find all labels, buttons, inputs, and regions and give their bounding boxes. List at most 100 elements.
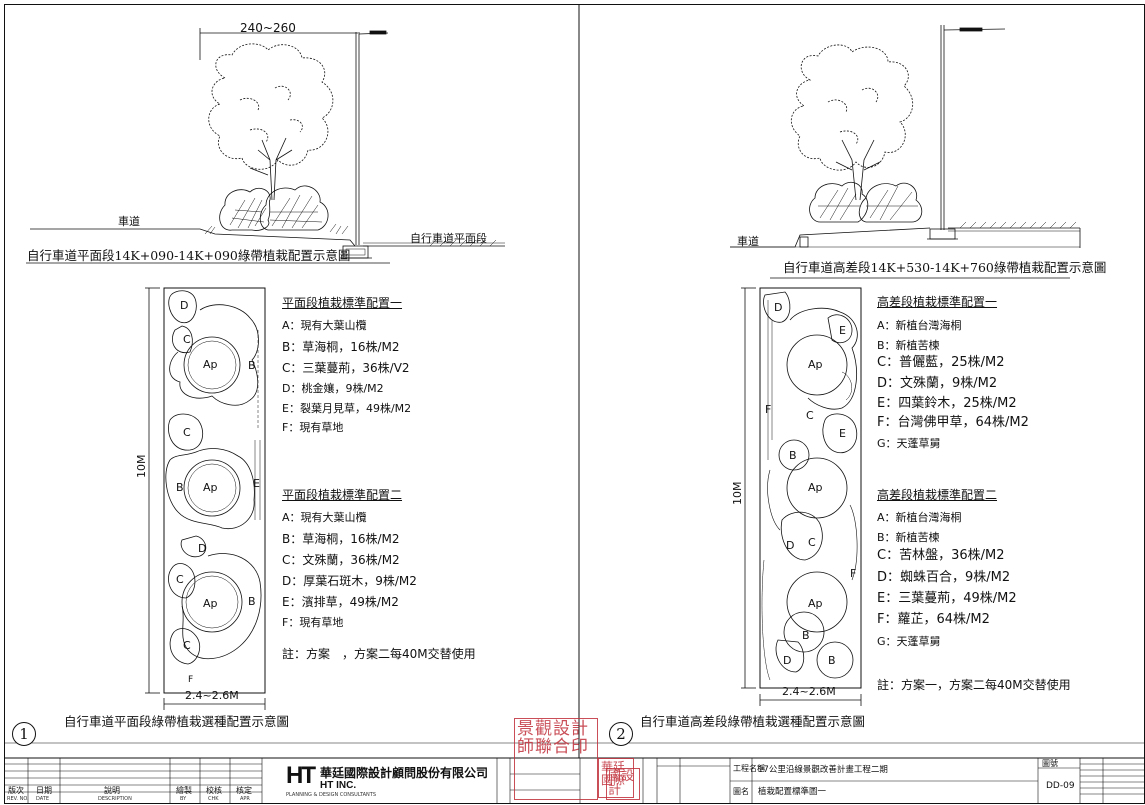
- legend-item: G：天蓬草舅: [877, 635, 941, 648]
- plan-label-ap: Ap: [808, 597, 823, 610]
- legend-item: G：天蓬草舅: [877, 437, 941, 450]
- sheet-number: DD-09: [1046, 781, 1075, 791]
- plan-label-c: C: [806, 409, 814, 422]
- plan-label-f: F: [188, 675, 194, 685]
- legend-item: A：新植台灣海桐: [877, 511, 962, 524]
- legend-item: B：新植苦楝: [877, 531, 940, 544]
- rev-header: 繪製: [176, 786, 192, 795]
- legend-item: B：新植苦楝: [877, 339, 940, 352]
- plan-label-ap: Ap: [203, 358, 218, 371]
- legend-item: E：四葉鈴木，25株/M2: [877, 396, 1017, 411]
- plan-label-b: B: [248, 595, 256, 608]
- left-config1-title: 平面段植栽標準配置一: [282, 296, 403, 310]
- legend-item: E：濱排草，49株/M2: [282, 595, 399, 609]
- plan-label-ap: Ap: [808, 358, 823, 371]
- left-plan-height: 10M: [135, 454, 148, 479]
- right-plan-width: 2.4~2.6M: [782, 685, 836, 698]
- plan-label-ap: Ap: [203, 597, 218, 610]
- plan-label-ap: Ap: [808, 481, 823, 494]
- rev-header-en: DATE: [36, 796, 50, 802]
- project-name: 17公里沿線景觀改善計畫工程二期: [758, 765, 888, 775]
- plan-label-d: D: [783, 654, 792, 667]
- company-name: 華廷國際設計顧問股份有限公司: [320, 766, 489, 780]
- rev-header-en: CHK: [208, 796, 219, 802]
- plan-label-b: B: [248, 359, 256, 372]
- plan-label-b: B: [802, 629, 810, 642]
- plan-label-f: F: [765, 403, 772, 416]
- legend-item: B：草海桐，16株/M2: [282, 340, 400, 354]
- dimension-width-top: 240~260: [240, 21, 296, 35]
- legend-item: D：文殊蘭，9株/M2: [877, 376, 998, 391]
- road-label-left: 車道: [118, 215, 140, 228]
- rev-header: 核定: [236, 786, 252, 795]
- right-elevation: [730, 25, 1081, 279]
- legend-item: A：現有大葉山欖: [282, 511, 367, 524]
- plan-label-c: C: [176, 573, 184, 586]
- plan-label-e: E: [839, 324, 846, 337]
- legend-item: C：苦林盤，36株/M2: [877, 548, 1005, 563]
- legend-item: E：裂葉月見草，49株/M2: [282, 402, 412, 415]
- plan-label-f: F: [850, 567, 857, 580]
- plan-label-d: D: [180, 299, 189, 312]
- left-config2-title: 平面段植栽標準配置二: [282, 488, 403, 502]
- left-section-caption: 自行車道平面段14K+090-14K+090綠帶植栽配置示意圖: [27, 248, 351, 263]
- left-plan-width: 2.4~2.6M: [185, 689, 239, 702]
- legend-item: C：文殊蘭，36株/M2: [282, 553, 400, 567]
- rev-header-en: BY: [180, 796, 187, 802]
- legend-item: B：草海桐，16株/M2: [282, 532, 400, 546]
- legend-item: D：蜘蛛百合，9株/M2: [877, 570, 1011, 585]
- legend-item: C：普儷藍，25株/M2: [877, 355, 1005, 370]
- plan-label-d: D: [198, 542, 207, 555]
- plan-label-c: C: [183, 333, 191, 346]
- right-config1-title: 高差段植栽標準配置一: [877, 295, 998, 309]
- company-english-name: HT INC.: [320, 780, 357, 791]
- right-note: 註：方案一，方案二每40M交替使用: [877, 678, 1071, 692]
- drawing-name-label: 圖名: [733, 787, 749, 796]
- plan-label-ap: Ap: [203, 481, 218, 494]
- company-seal: 華廷國際: [598, 758, 634, 798]
- legend-item: A：新植台灣海桐: [877, 319, 962, 332]
- drawing-name: 植栽配置標準圖一: [758, 787, 827, 797]
- right-detail-title: 自行車道高差段綠帶植栽選種配置示意圖: [640, 714, 866, 729]
- plan-label-b: B: [789, 449, 797, 462]
- rev-header-en: APR: [240, 796, 250, 802]
- company-logo: HT: [286, 762, 316, 789]
- bike-path-label-left: 自行車道平面段: [410, 232, 487, 245]
- plan-label-c: C: [183, 426, 191, 439]
- plan-label-c: C: [808, 536, 816, 549]
- left-note: 註：方案 ，方案二每40M交替使用: [282, 647, 476, 661]
- plan-label-d: D: [786, 539, 795, 552]
- rev-header: 說明: [104, 786, 120, 795]
- stamp-seal: 國設計: [606, 768, 640, 800]
- designer-seal: 景觀設計師聯合印: [514, 718, 598, 800]
- company-subtitle: PLANNING & DESIGN CONSULTANTS: [286, 792, 376, 798]
- right-config2-title: 高差段植栽標準配置二: [877, 488, 998, 502]
- legend-item: D：桃金孃，9株/M2: [282, 382, 384, 395]
- legend-item: A：現有大葉山欖: [282, 319, 367, 332]
- plan-label-b: B: [176, 481, 184, 494]
- rev-header-en: REV. NO.: [7, 796, 29, 802]
- sheet-number-label: 圖號: [1042, 759, 1058, 768]
- project-label: 工程名稱: [733, 764, 765, 773]
- right-section-caption: 自行車道高差段14K+530-14K+760綠帶植栽配置示意圖: [783, 260, 1107, 275]
- legend-item: F：蘿芷，64株/M2: [877, 612, 990, 627]
- left-plan: [145, 287, 266, 710]
- left-elevation: [26, 28, 505, 264]
- rev-header-en: DESCRIPTION: [98, 796, 132, 802]
- legend-item: C：三葉蔓荊，36株/V2: [282, 361, 410, 375]
- plan-label-c: C: [183, 639, 191, 652]
- right-plan-height: 10M: [731, 481, 744, 506]
- left-detail-title: 自行車道平面段綠帶植栽選種配置示意圖: [64, 714, 290, 729]
- plan-label-d: D: [774, 301, 783, 314]
- rev-header: 校核: [206, 786, 222, 795]
- rev-header: 日期: [36, 786, 52, 795]
- legend-item: F：現有草地: [282, 421, 344, 434]
- plan-label-e: E: [839, 427, 846, 440]
- detail-number-2: 2: [609, 722, 633, 746]
- road-label-right: 車道: [737, 235, 759, 248]
- legend-item: F：台灣佛甲草，64株/M2: [877, 415, 1029, 430]
- plan-label-b: B: [828, 654, 836, 667]
- legend-item: D：厚葉石斑木，9株/M2: [282, 574, 417, 588]
